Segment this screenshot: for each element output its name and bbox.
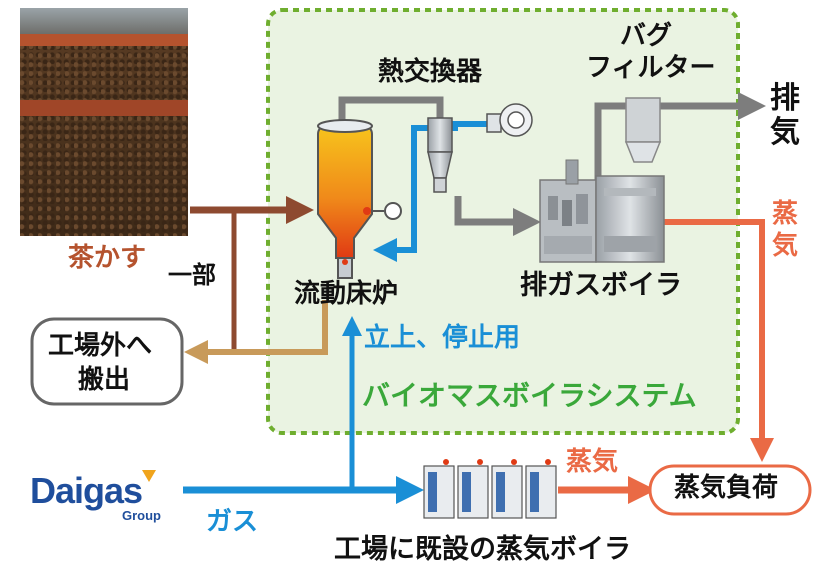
label-external-2: 搬出 xyxy=(78,365,131,395)
label-exhaust-1: 排 xyxy=(770,81,800,116)
daigas-logo: Daigas Group xyxy=(30,470,180,530)
label-bag-filter-1: バグ xyxy=(620,21,673,51)
logo-sub: Group xyxy=(122,508,161,523)
existing-steam-boilers xyxy=(423,459,557,519)
flue-duct-to-filter xyxy=(594,102,632,200)
label-startup: 立上、停止用 xyxy=(364,323,521,353)
label-exhaust-2: 気 xyxy=(770,115,800,150)
label-steam-right-2: 気 xyxy=(772,231,799,261)
flue-duct-to-boiler xyxy=(454,196,541,236)
steam-to-load-arrow xyxy=(664,219,774,462)
label-furnace: 流動床炉 xyxy=(294,279,399,309)
steam-load-box xyxy=(648,464,812,516)
photo-tea-waste xyxy=(20,8,188,236)
label-partial: 一部 xyxy=(168,261,216,289)
label-external-1: 工場外へ xyxy=(48,331,153,361)
label-gas: ガス xyxy=(206,507,259,537)
exhaust-gas-boiler-equipment xyxy=(539,159,665,263)
label-exhaust-boiler: 排ガスボイラ xyxy=(520,270,682,301)
external-box xyxy=(30,317,184,406)
cyclone xyxy=(427,117,453,193)
label-steam-load: 蒸気負荷 xyxy=(674,473,779,503)
label-system: バイオマスボイラシステム xyxy=(362,379,697,412)
label-heat-exchanger: 熱交換器 xyxy=(378,57,483,87)
bag-filter xyxy=(624,97,662,163)
label-steam-bottom: 蒸気 xyxy=(566,447,619,477)
label-tea-waste: 茶かす xyxy=(68,243,147,273)
fluidized-bed-furnace xyxy=(317,119,402,279)
label-bag-filter-2: フィルター xyxy=(586,53,716,83)
label-existing-boiler: 工場に既設の蒸気ボイラ xyxy=(334,534,631,565)
logo-triangle-icon xyxy=(142,470,156,482)
external-arrow xyxy=(184,300,328,364)
flue-duct-to-hx xyxy=(338,96,444,132)
logo-name: Daigas xyxy=(30,470,143,511)
label-steam-right-1: 蒸 xyxy=(772,199,799,229)
blower-fan xyxy=(486,103,533,137)
